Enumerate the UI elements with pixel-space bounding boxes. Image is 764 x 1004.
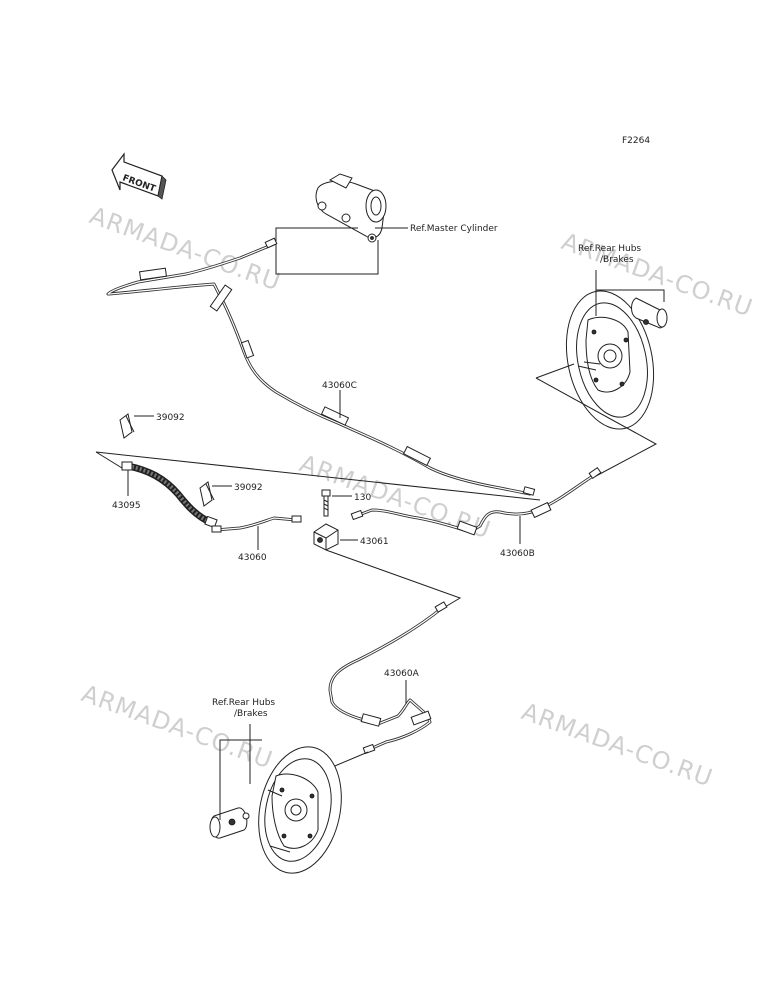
part-43060C: 43060C bbox=[322, 381, 357, 391]
clip-39092-a bbox=[119, 413, 135, 439]
ref-master-cylinder: Ref.Master Cylinder bbox=[410, 224, 498, 234]
clip-39092-b bbox=[199, 481, 215, 507]
tube-43060A bbox=[328, 601, 448, 755]
bolt-130 bbox=[321, 489, 331, 517]
watermark: ARMADA-CO.RU bbox=[78, 679, 277, 774]
ref-rear-hubs-bottom: Ref.Rear Hubs bbox=[212, 698, 275, 708]
ref-line-lower bbox=[325, 549, 462, 611]
ref-rear-hubs-top: Ref.Rear Hubs bbox=[578, 244, 641, 254]
master-cylinder bbox=[315, 173, 387, 243]
part-39092-b: 39092 bbox=[234, 483, 263, 493]
part-130: 130 bbox=[354, 493, 371, 503]
front-arrow-icon: FRONT bbox=[111, 152, 167, 200]
diagram-code: F2264 bbox=[622, 136, 650, 146]
ref-line-top-brake bbox=[535, 363, 658, 477]
rear-brake-bottom bbox=[209, 746, 342, 874]
ref-line bbox=[95, 451, 541, 501]
ref-rear-hubs-bottom-sub: /Brakes bbox=[234, 709, 268, 719]
tube-43060C bbox=[106, 237, 536, 496]
tube-43060 bbox=[211, 515, 302, 533]
ref-rear-hubs-top-sub: /Brakes bbox=[600, 255, 634, 265]
part-43060: 43060 bbox=[238, 553, 267, 563]
part-43060B: 43060B bbox=[500, 549, 535, 559]
ref-line bbox=[95, 451, 123, 469]
part-43095: 43095 bbox=[112, 501, 141, 511]
watermark: ARMADA-CO.RU bbox=[518, 697, 717, 792]
rear-brake-top bbox=[565, 290, 668, 430]
part-43061: 43061 bbox=[360, 537, 389, 547]
tube-43060B bbox=[350, 466, 602, 536]
part-39092-a: 39092 bbox=[156, 413, 185, 423]
part-43060A: 43060A bbox=[384, 669, 420, 679]
hose-43095 bbox=[121, 461, 218, 529]
watermark: ARMADA-CO.RU bbox=[86, 201, 285, 296]
leader-rear-hubs-top bbox=[595, 270, 665, 316]
ref-line-lower-brake bbox=[329, 751, 369, 769]
leader-rear-hubs-bottom bbox=[219, 724, 262, 820]
master-cylinder-leader bbox=[275, 227, 408, 275]
joint-43061 bbox=[313, 523, 339, 551]
